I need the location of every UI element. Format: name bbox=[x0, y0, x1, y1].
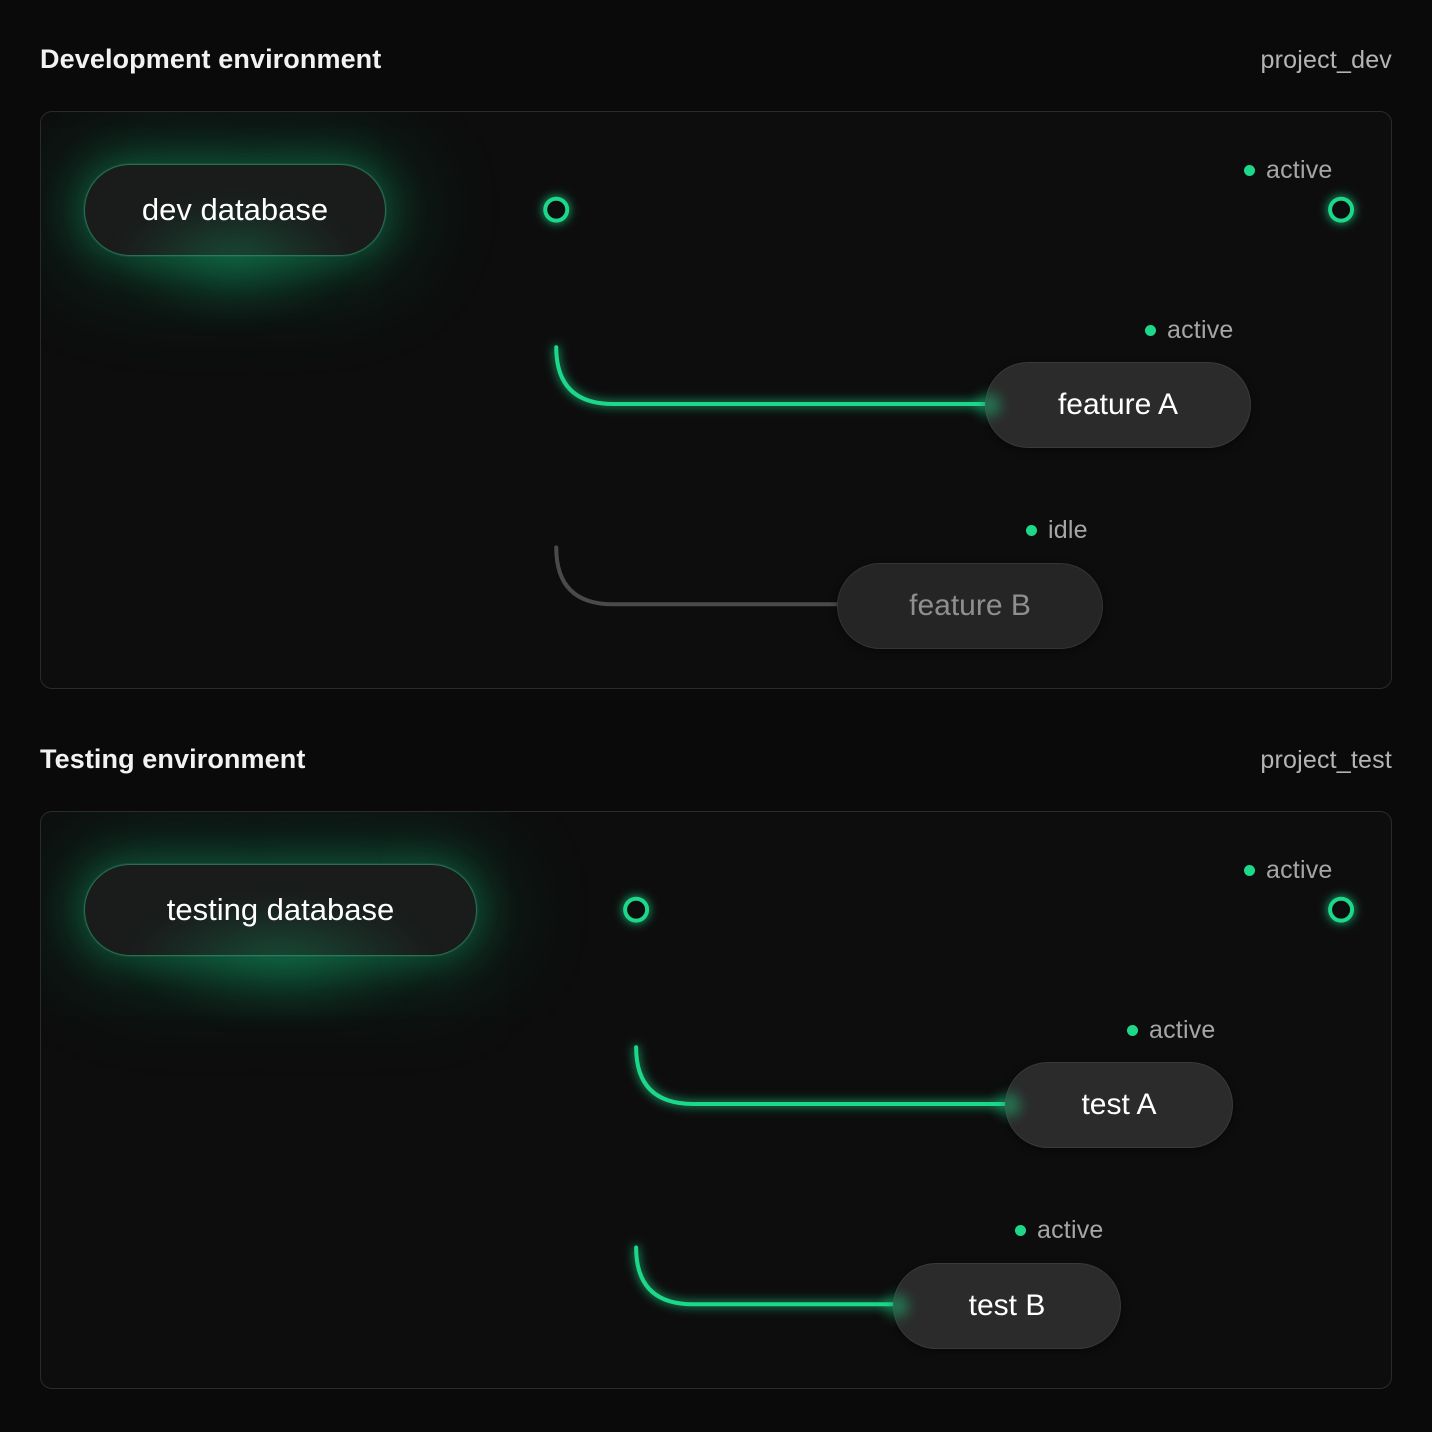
status-dot-active-icon bbox=[1145, 325, 1156, 336]
node-label: dev database bbox=[141, 192, 329, 227]
status-badge-feature-a: active bbox=[1145, 316, 1234, 345]
endpoint-node-testing[interactable] bbox=[1328, 896, 1355, 923]
status-dot-active-icon bbox=[1127, 1025, 1138, 1036]
status-badge-test-b: active bbox=[1015, 1216, 1104, 1245]
node-label: feature A bbox=[1057, 388, 1179, 421]
status-dot-active-icon bbox=[1015, 1225, 1026, 1236]
status-label: active bbox=[1266, 856, 1333, 884]
edge-branch-test-a bbox=[634, 1045, 1010, 1106]
node-test-b[interactable]: test B bbox=[893, 1263, 1121, 1349]
status-label: active bbox=[1167, 316, 1234, 344]
status-label: active bbox=[1149, 1016, 1216, 1044]
endpoint-node-development[interactable] bbox=[1328, 196, 1355, 223]
status-badge-test-a: active bbox=[1127, 1016, 1216, 1045]
node-label: test A bbox=[1081, 1088, 1157, 1121]
page-title-development: Development environment bbox=[40, 44, 382, 74]
node-feature-a[interactable]: feature A bbox=[985, 362, 1251, 448]
edge-branch-test-b bbox=[634, 1245, 898, 1307]
section-header-development: Development environment project_dev bbox=[40, 44, 1392, 75]
status-label: active bbox=[1266, 156, 1333, 184]
status-dot-idle-icon bbox=[1026, 525, 1037, 536]
project-label-development: project_dev bbox=[1260, 46, 1392, 74]
status-dot-active-icon bbox=[1244, 865, 1255, 876]
node-feature-b[interactable]: feature B bbox=[837, 563, 1103, 649]
section-header-testing: Testing environment project_test bbox=[40, 744, 1392, 775]
status-badge-endpoint-development: active bbox=[1244, 156, 1333, 185]
project-label-testing: project_test bbox=[1260, 746, 1392, 774]
node-testing-database[interactable]: testing database bbox=[84, 864, 477, 956]
junction-node-testing[interactable] bbox=[623, 896, 650, 923]
status-dot-active-icon bbox=[1244, 165, 1255, 176]
status-label: idle bbox=[1048, 516, 1088, 544]
status-label: active bbox=[1037, 1216, 1104, 1244]
junction-node-development[interactable] bbox=[543, 196, 570, 223]
environment-panel-testing: testing database active active test A ac… bbox=[40, 811, 1392, 1389]
node-label: test B bbox=[968, 1289, 1046, 1322]
environment-panel-development: dev database active active feature A idl… bbox=[40, 111, 1392, 689]
edge-branch-feature-a bbox=[554, 345, 990, 406]
page-title-testing: Testing environment bbox=[40, 744, 306, 774]
node-label: feature B bbox=[909, 589, 1031, 622]
status-badge-feature-b: idle bbox=[1026, 516, 1088, 545]
node-dev-database[interactable]: dev database bbox=[84, 164, 386, 256]
node-test-a[interactable]: test A bbox=[1005, 1062, 1233, 1148]
node-label: testing database bbox=[166, 892, 395, 927]
edge-branch-feature-b bbox=[554, 545, 842, 607]
status-badge-endpoint-testing: active bbox=[1244, 856, 1333, 885]
